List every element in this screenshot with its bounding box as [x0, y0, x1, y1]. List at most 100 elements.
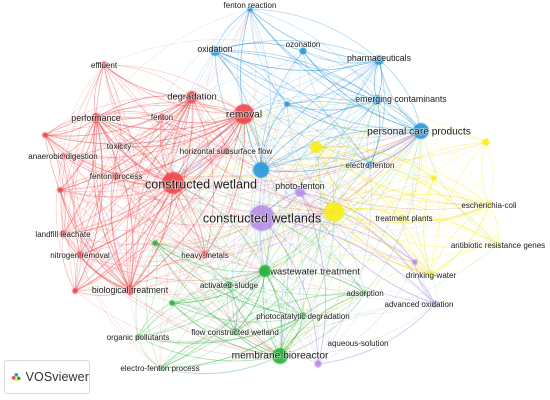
label-electro-fenton[interactable]: electro-fenton	[345, 160, 396, 171]
node-fenton-reaction[interactable]	[247, 6, 253, 12]
label-oxidation[interactable]: oxidation	[197, 43, 234, 55]
label-treatment-plants[interactable]: treatment plants	[375, 213, 434, 224]
label-constructed-wetland[interactable]: constructed wetland	[144, 177, 258, 193]
label-adsorption[interactable]: adsorption	[346, 288, 385, 299]
network-link	[214, 50, 380, 71]
label-photocatalytic-degradation[interactable]: photocatalytic degradation	[255, 311, 350, 322]
node-effluent[interactable]	[100, 61, 108, 69]
label-effluent[interactable]: effluent	[90, 60, 118, 71]
node-yellow-upper[interactable]	[310, 141, 322, 153]
label-flow-constructed-wetland[interactable]: flow constructed wetland	[190, 327, 279, 338]
network-link	[401, 217, 499, 246]
label-nitrogen-removal[interactable]: nitrogen removal	[49, 250, 110, 261]
node-photocatalytic-degradation[interactable]	[299, 312, 307, 320]
node-degradation[interactable]	[186, 91, 198, 103]
label-toxicity[interactable]: toxicity	[106, 141, 132, 152]
node-photo-fenton[interactable]	[295, 187, 305, 197]
node-organic-pollutants[interactable]	[135, 334, 141, 340]
label-aqueous-solution[interactable]: aqueous-solution	[327, 338, 390, 349]
label-fenton-process[interactable]: fenton process	[89, 171, 143, 182]
node-anaerobic-digestion[interactable]	[60, 153, 66, 159]
node-purple-minor-1[interactable]	[412, 259, 418, 265]
vosviewer-badge[interactable]: VOSviewer	[4, 360, 90, 394]
node-adsorption[interactable]	[362, 290, 368, 296]
node-personal-care-products[interactable]	[413, 123, 429, 139]
node-advanced-oxidation[interactable]	[431, 300, 439, 308]
label-ozonation[interactable]: ozonation	[285, 39, 321, 50]
network-link	[420, 130, 490, 206]
node-flow-constructed-wetland[interactable]	[231, 328, 239, 336]
label-activated-sludge[interactable]: activated-sludge	[199, 280, 259, 291]
node-horizontal-subsurface-flow[interactable]	[222, 147, 230, 155]
network-link	[261, 217, 436, 305]
node-blue-minor-1[interactable]	[284, 101, 290, 107]
label-removal[interactable]: removal	[225, 109, 263, 122]
node-nitrogen-removal[interactable]	[76, 251, 84, 259]
node-red-minor-3[interactable]	[42, 132, 48, 138]
node-constructed-wetland[interactable]	[162, 172, 184, 194]
label-membrane-bioreactor[interactable]: membrane bioreactor	[231, 350, 330, 363]
node-electro-fenton-process[interactable]	[157, 365, 163, 371]
label-drinking-water[interactable]: drinking-water	[405, 270, 457, 281]
label-landfill-leachate[interactable]: landfill leachate	[35, 229, 92, 240]
node-pharmaceuticals[interactable]	[374, 55, 384, 65]
label-biological-treatment[interactable]: biological treatment	[91, 284, 169, 296]
node-yellow-minor-1[interactable]	[431, 175, 437, 181]
label-antibiotic-resistance-genes[interactable]: antibiotic resistance genes	[450, 240, 546, 251]
network-link	[74, 113, 245, 292]
node-antibiotic-resistance-genes[interactable]	[495, 242, 501, 248]
node-wastewater-treatment[interactable]	[259, 265, 271, 277]
label-anaerobic-digestion[interactable]: anaerobic digestion	[28, 151, 99, 162]
node-fenton[interactable]	[158, 113, 166, 121]
node-yellow-hub[interactable]	[324, 202, 344, 222]
node-yellow-right[interactable]	[482, 138, 490, 146]
network-link	[183, 96, 206, 256]
network-link	[62, 233, 131, 291]
label-heavy-metals[interactable]: heavy-metals	[180, 250, 229, 261]
node-landfill-leachate[interactable]	[59, 230, 67, 238]
node-oxidation[interactable]	[210, 46, 220, 56]
label-wastewater-treatment[interactable]: wastewater treatment	[268, 264, 361, 277]
label-pharmaceuticals[interactable]: pharmaceuticals	[346, 52, 412, 64]
node-fenton-process[interactable]	[112, 172, 120, 180]
label-constructed-wetlands[interactable]: constructed wetlands	[202, 211, 322, 227]
node-red-minor-2[interactable]	[57, 187, 63, 193]
node-emerging-contaminants[interactable]	[372, 95, 382, 105]
label-advanced-oxidation[interactable]: advanced oxidation	[384, 299, 455, 310]
node-membrane-bioreactor[interactable]	[272, 348, 288, 364]
network-link	[79, 254, 266, 281]
label-organic-pollutants[interactable]: organic pollutants	[106, 332, 170, 343]
node-electro-fenton[interactable]	[366, 161, 374, 169]
label-degradation[interactable]: degradation	[166, 89, 217, 102]
node-constructed-wetlands[interactable]	[249, 205, 275, 231]
label-personal-care-products[interactable]: personal care products	[366, 126, 471, 139]
network-link	[401, 217, 432, 276]
node-green-minor-2[interactable]	[169, 300, 175, 306]
node-aqueous-solution[interactable]	[314, 360, 322, 368]
node-toxicity[interactable]	[115, 142, 123, 150]
node-activated-sludge[interactable]	[225, 281, 233, 289]
label-emerging-contaminants[interactable]: emerging contaminants	[354, 93, 448, 105]
node-blue-hub[interactable]	[253, 162, 269, 178]
label-performance[interactable]: performance	[71, 112, 122, 124]
network-link	[172, 126, 422, 184]
label-horizontal-subsurface-flow[interactable]: horizontal subsurface flow	[179, 146, 273, 157]
node-biological-treatment[interactable]	[125, 285, 135, 295]
node-heavy-metals[interactable]	[201, 251, 209, 259]
node-drinking-water[interactable]	[427, 271, 435, 279]
label-fenton-reaction[interactable]: fenton reaction	[223, 0, 278, 11]
node-performance[interactable]	[91, 113, 101, 123]
node-green-minor-1[interactable]	[152, 240, 158, 246]
node-red-minor-1[interactable]	[72, 288, 78, 294]
node-escherichia-coli[interactable]	[485, 201, 493, 209]
node-treatment-plants[interactable]	[398, 214, 406, 222]
network-link	[172, 175, 301, 193]
node-ozonation[interactable]	[299, 47, 307, 55]
label-electro-fenton-process[interactable]: electro-fenton process	[120, 363, 201, 374]
node-removal[interactable]	[234, 104, 254, 124]
network-link	[79, 254, 131, 291]
label-escherichia-coli[interactable]: escherichia-coli	[461, 200, 518, 211]
label-fenton[interactable]: fenton	[150, 112, 174, 123]
label-photo-fenton[interactable]: photo-fenton	[274, 180, 325, 192]
